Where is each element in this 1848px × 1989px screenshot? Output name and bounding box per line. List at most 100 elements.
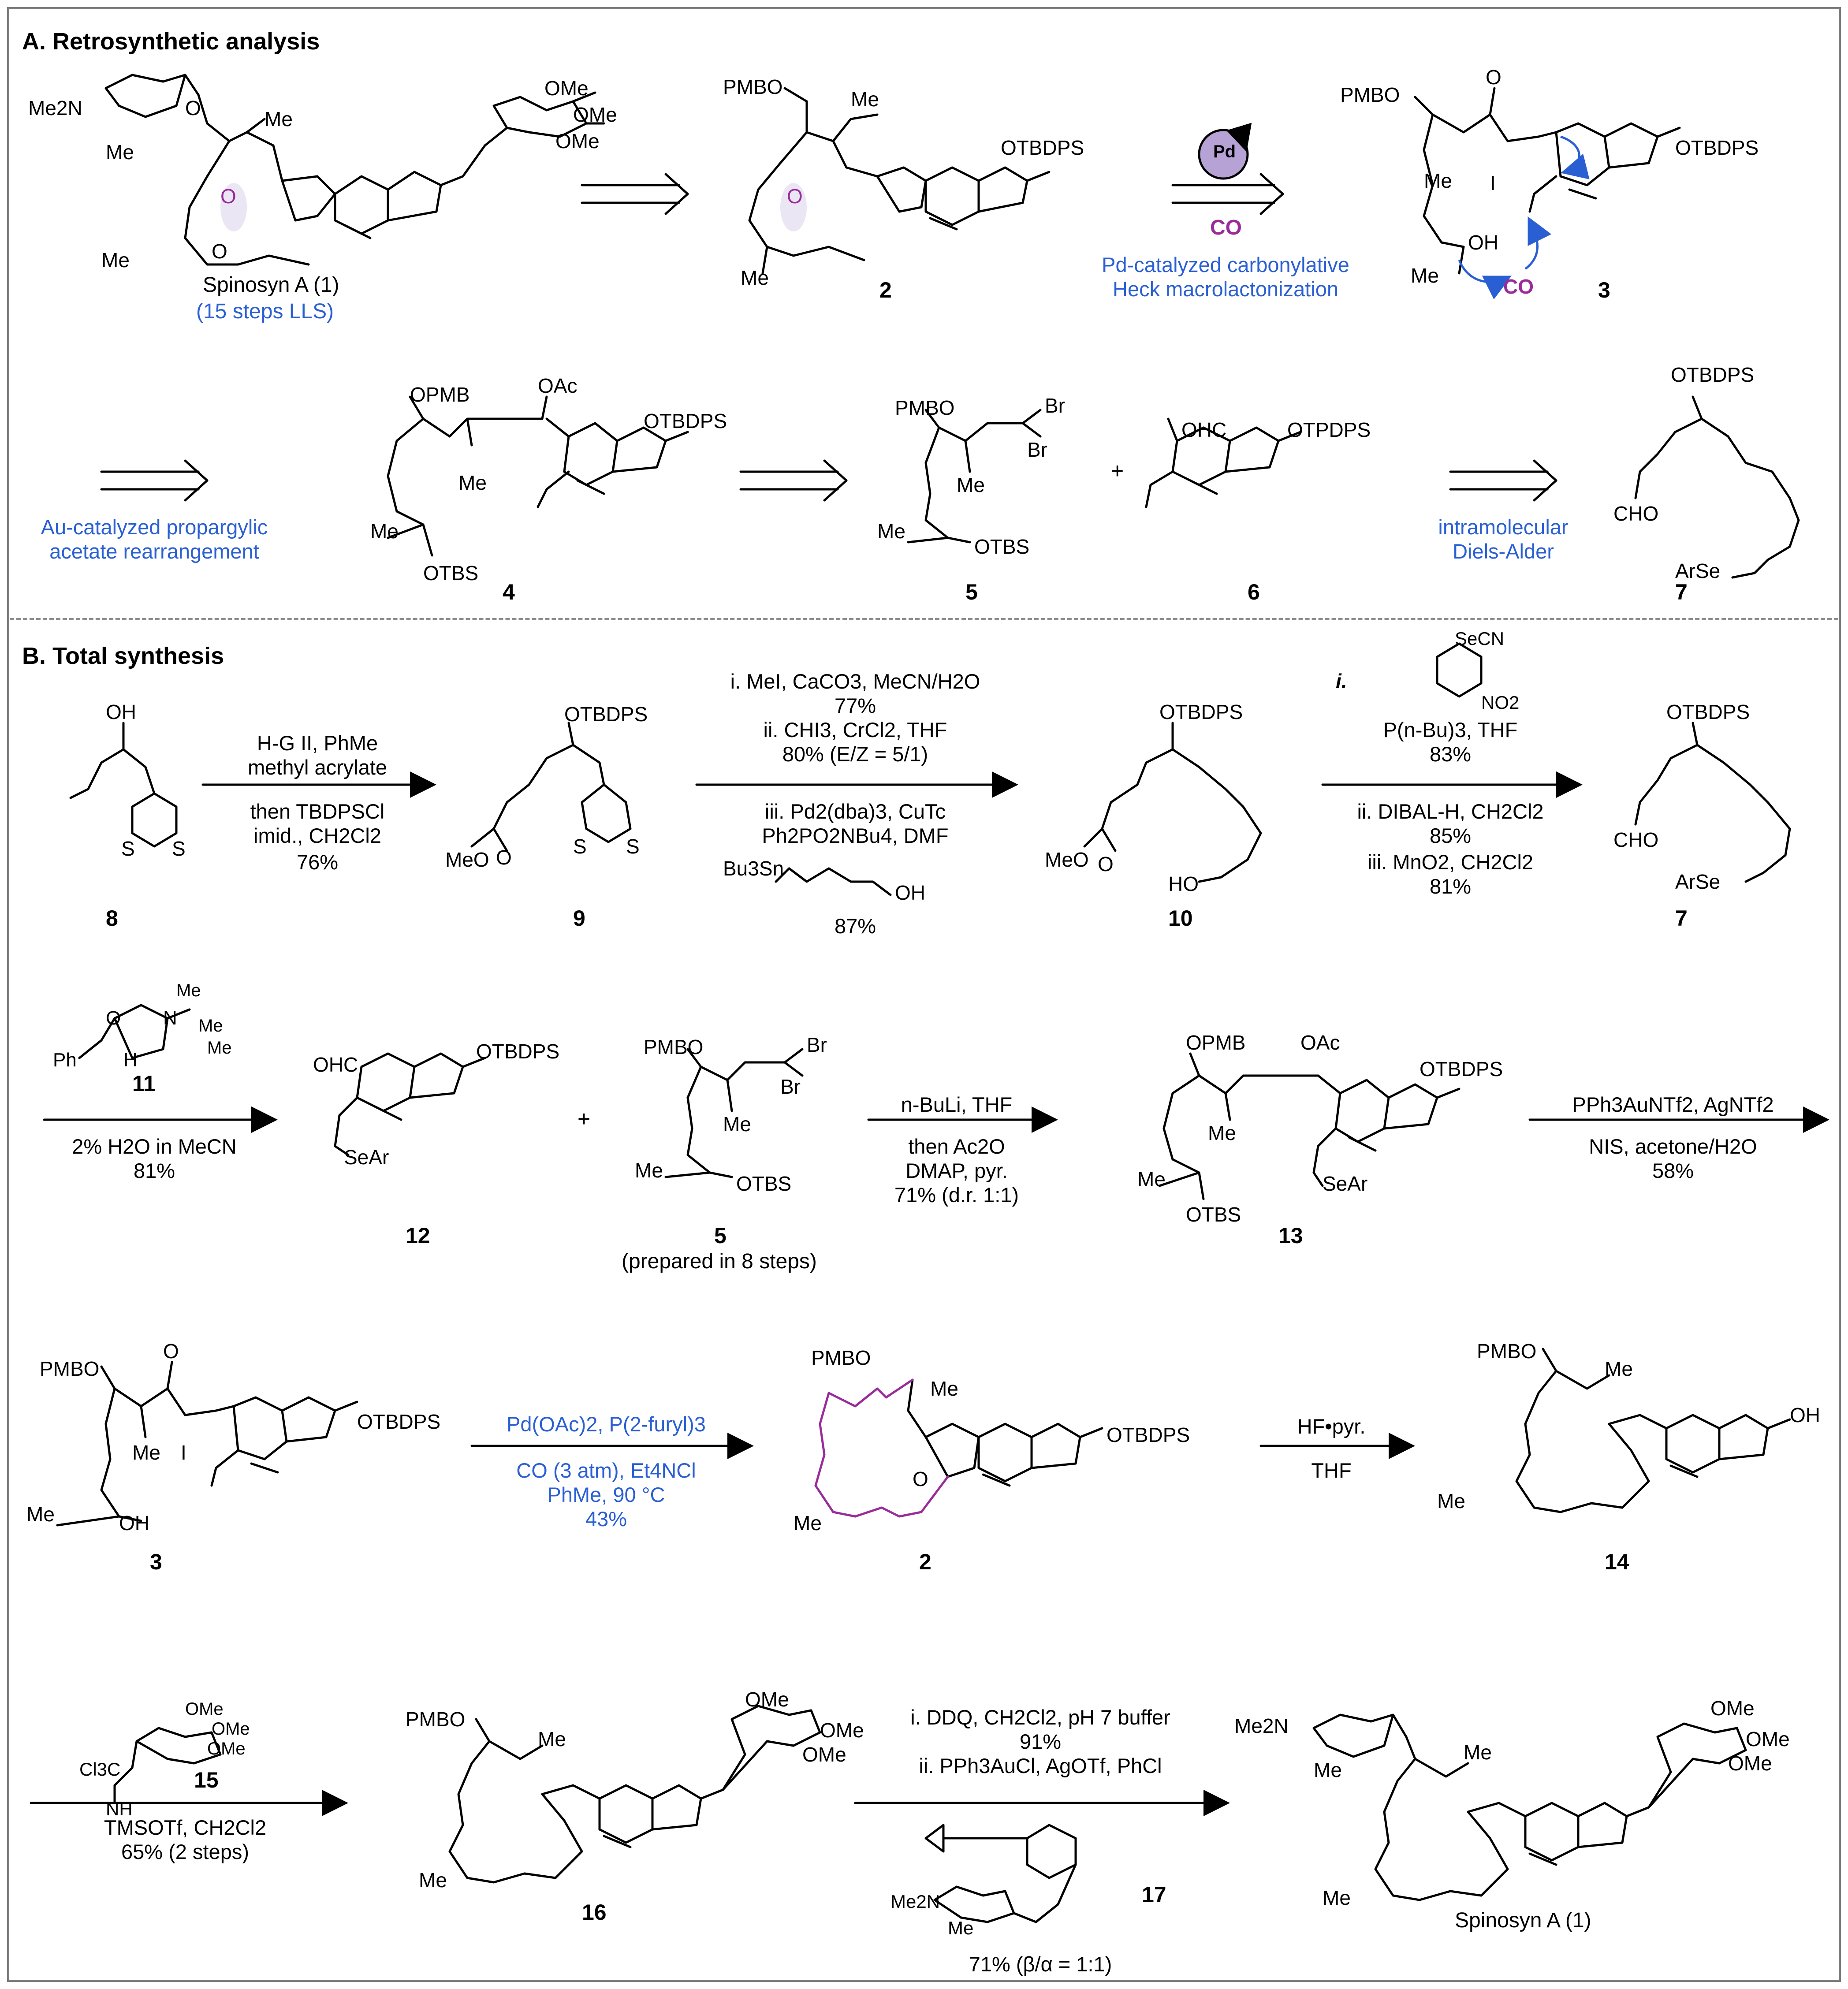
- catalyst-11-structure: [78, 1004, 191, 1059]
- label-o-2b: O: [913, 1468, 928, 1490]
- compound-7-structure-b: [1634, 722, 1791, 883]
- retro-arrow-4: [739, 459, 848, 502]
- label-me2n-17: Me2N: [890, 1891, 940, 1912]
- plus-sign-b: +: [578, 1106, 591, 1131]
- compound-6-structure: [1145, 417, 1302, 508]
- label-me-14: Me: [1605, 1357, 1633, 1380]
- compound-7-number-b: 7: [1675, 906, 1688, 931]
- label-me-5a: Me: [957, 473, 985, 496]
- compound-3-structure-b: [56, 1361, 358, 1527]
- step10-bot-1: 71% (β/α = 1:1): [969, 1952, 1112, 1976]
- step3-bot-4: 81%: [1429, 875, 1472, 898]
- label-ph-11: Ph: [53, 1049, 77, 1071]
- spinosyn-label-final: Spinosyn A (1): [1455, 1909, 1591, 1932]
- label-oac-13: OAc: [1300, 1031, 1340, 1054]
- label-arse-7b: ArSe: [1675, 870, 1721, 893]
- label-ome-1b: OMe: [573, 103, 617, 126]
- compound-12-number: 12: [406, 1223, 430, 1248]
- label-s-8b: S: [172, 837, 186, 860]
- compound-5-structure-a: [907, 409, 1042, 544]
- compound-3-structure-a: [1414, 87, 1681, 275]
- step2-top-1: i. MeI, CaCO3, MeCN/H2O: [730, 670, 980, 693]
- label-otbdps-12: OTBDPS: [476, 1040, 560, 1063]
- label-cho-7b: CHO: [1613, 828, 1659, 851]
- label-me-3b: Me: [1411, 264, 1439, 287]
- label-me-11c: Me: [207, 1038, 232, 1058]
- step3-top-1: i.: [1336, 670, 1347, 693]
- label-et-me-14: Me: [1437, 1490, 1465, 1512]
- label-oh-3a: OH: [1468, 231, 1498, 254]
- label-otbdps-9: OTBDPS: [564, 703, 648, 726]
- label-et-me-16: Me: [419, 1869, 447, 1892]
- heck-line-2: Heck macrolactonization: [1113, 277, 1338, 301]
- compound-15-structure: [113, 1727, 222, 1804]
- compound-7-number-a: 7: [1675, 580, 1688, 604]
- compound-4-structure: [387, 395, 689, 557]
- label-pmbo-3b: PMBO: [40, 1357, 100, 1380]
- compound-7-structure-a: [1634, 395, 1800, 579]
- curly-arrow-1: [1560, 135, 1590, 179]
- label-otbdps-2b: OTBDPS: [1107, 1423, 1190, 1446]
- label-otbs-5b: OTBS: [736, 1172, 792, 1195]
- compound-8-structure: [69, 722, 178, 848]
- step3-bot-2: 85%: [1429, 824, 1472, 847]
- label-otbdps-10: OTBDPS: [1159, 700, 1243, 723]
- label-cho-7a: CHO: [1613, 502, 1659, 525]
- label-ome-15b: OMe: [212, 1719, 250, 1739]
- compound-9-number: 9: [573, 906, 585, 931]
- label-s-9b: S: [626, 835, 640, 858]
- label-me-1d: Me: [1314, 1758, 1342, 1781]
- label-otbdps-3a: OTBDPS: [1675, 136, 1759, 159]
- compound-17-number: 17: [1142, 1882, 1166, 1907]
- heck-line-1: Pd-catalyzed carbonylative: [1102, 253, 1349, 276]
- label-et-me-5a: Me: [877, 520, 905, 543]
- label-pmbo-5b: PMBO: [644, 1035, 704, 1058]
- step2-bot-1: iii. Pd2(dba)3, CuTc: [764, 800, 946, 823]
- spinosyn-a-structure-final: [1312, 1713, 1747, 1901]
- label-ome-1c: OMe: [555, 130, 600, 153]
- label-ohc-12: OHC: [313, 1053, 358, 1076]
- compound-13-structure: [1158, 1052, 1461, 1200]
- step3-top-2: P(n-Bu)3, THF: [1383, 718, 1518, 741]
- label-et-me-5b: Me: [635, 1159, 663, 1182]
- step10-top-1: i. DDQ, CH2Cl2, pH 7 buffer: [910, 1706, 1170, 1729]
- label-pmbo-5a: PMBO: [895, 396, 955, 419]
- compound-11-number: 11: [132, 1071, 156, 1096]
- label-ome-1e: OMe: [1746, 1728, 1790, 1751]
- label-ome-1f: OMe: [1728, 1752, 1772, 1775]
- compound-2-structure-b: [907, 1378, 1103, 1487]
- stannane-alkene: [788, 868, 808, 883]
- label-me-16: Me: [538, 1728, 566, 1751]
- spinosyn-steps-note: (15 steps LLS): [196, 300, 334, 323]
- compound-2-structure-a: [748, 87, 1051, 275]
- spinosyn-label: Spinosyn A (1): [203, 273, 339, 297]
- section-b-title: B. Total synthesis: [22, 643, 224, 669]
- label-et-me-2c: Me: [794, 1512, 822, 1535]
- label-sear-12: SeAr: [344, 1146, 389, 1169]
- step7-bot-1: CO (3 atm), Et4NCl: [516, 1459, 696, 1482]
- label-pmbo-2b: PMBO: [811, 1346, 871, 1369]
- step2-top-2: 77%: [834, 694, 876, 717]
- compound-2-number-b: 2: [919, 1549, 931, 1574]
- label-me-3c: Me: [132, 1441, 160, 1464]
- label-n-11a: N: [163, 1007, 177, 1029]
- label-me-5b: Me: [723, 1113, 751, 1136]
- label-me-1e: Me: [1464, 1741, 1492, 1764]
- compound-6-number: 6: [1248, 580, 1260, 604]
- compound-16-structure: [448, 1705, 821, 1884]
- label-me-2b: Me: [741, 266, 769, 289]
- label-oh-14: OH: [1790, 1404, 1820, 1427]
- step1-bot-1: then TBDPSCl: [250, 800, 385, 823]
- label-o-11: O: [106, 1007, 121, 1029]
- label-opmb-13: OPMB: [1186, 1031, 1246, 1054]
- compound-2-number-a: 2: [879, 278, 892, 302]
- da-line-2: Diels-Alder: [1453, 540, 1554, 563]
- step7-bot-3: 43%: [585, 1507, 627, 1531]
- compound-9-structure: [470, 722, 632, 852]
- label-carbonyl-o-1: O: [220, 185, 236, 208]
- label-meo-10: MeO: [1045, 848, 1089, 871]
- label-s-9a: S: [573, 835, 587, 858]
- label-s-8a: S: [121, 837, 135, 860]
- label-ho-10: HO: [1168, 872, 1199, 895]
- reagent-17-structure: [924, 1824, 1077, 1923]
